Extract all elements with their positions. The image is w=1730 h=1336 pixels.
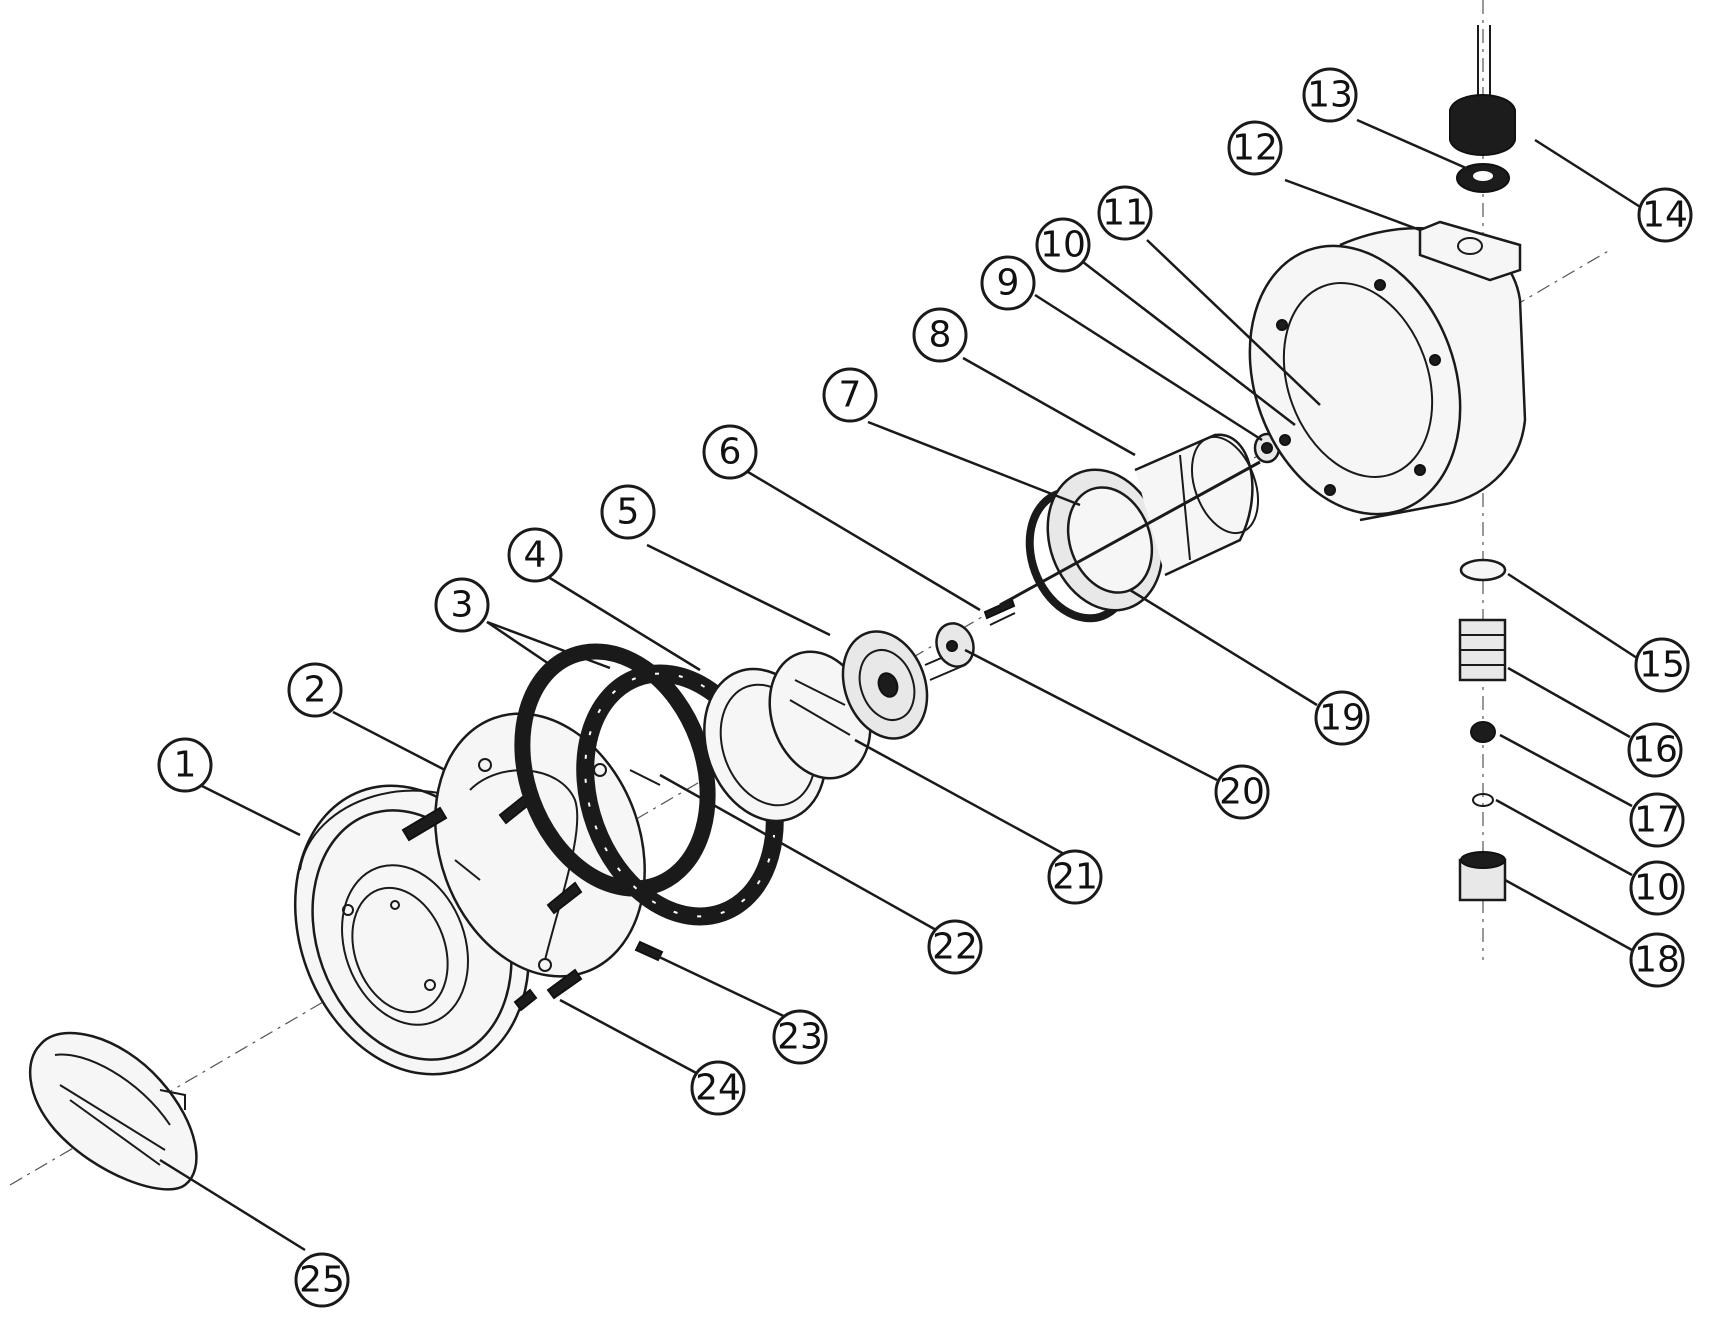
callout-10-upper-label: 10 (1040, 225, 1086, 266)
callout-10-upper: 10 (1035, 217, 1091, 273)
callout-1: 1 (157, 737, 213, 793)
part-18-plug (1458, 851, 1507, 902)
callout-21: 21 (1047, 849, 1103, 905)
callout-6: 6 (702, 424, 758, 480)
callout-19-label: 19 (1319, 698, 1365, 739)
part-10-washer-lower (1472, 793, 1494, 807)
callout-25: 25 (294, 1252, 350, 1308)
callout-4: 4 (507, 527, 563, 583)
callout-7-label: 7 (839, 375, 862, 416)
part-12-main-housing (1248, 220, 1527, 522)
part-24-bolts (401, 793, 583, 1012)
callout-5-label: 5 (617, 492, 640, 533)
callout-8: 8 (912, 307, 968, 363)
main-shaft (999, 460, 1261, 607)
callout-3-label: 3 (451, 585, 474, 626)
callout-11-label: 11 (1102, 193, 1148, 234)
callout-24: 24 (690, 1060, 746, 1116)
callout-1-label: 1 (174, 745, 197, 786)
callout-15: 15 (1634, 637, 1690, 693)
callout-25-label: 25 (299, 1260, 345, 1301)
part-5-hub (841, 630, 967, 740)
callout-12: 12 (1227, 120, 1283, 176)
callout-24-label: 24 (695, 1068, 741, 1109)
callout-13: 13 (1302, 67, 1358, 123)
part-22-pin (629, 769, 661, 786)
callout-5: 5 (600, 484, 656, 540)
callout-19: 19 (1314, 690, 1370, 746)
callout-9-label: 9 (997, 263, 1020, 304)
callout-20: 20 (1214, 764, 1270, 820)
callout-10-lower-label: 10 (1634, 868, 1680, 909)
callout-12-label: 12 (1232, 128, 1278, 169)
callout-8-label: 8 (929, 315, 952, 356)
callout-18-label: 18 (1634, 940, 1680, 981)
callout-16: 16 (1627, 722, 1683, 778)
callout-23: 23 (772, 1009, 828, 1065)
callout-17-label: 17 (1634, 800, 1680, 841)
callout-13-label: 13 (1307, 75, 1353, 116)
part-16-adapter (1458, 618, 1507, 682)
part-14-breather (1449, 25, 1516, 156)
callout-22-label: 22 (932, 927, 978, 968)
callout-18: 18 (1629, 932, 1685, 988)
part-20-coupling (935, 622, 975, 668)
callout-2-label: 2 (304, 670, 327, 711)
part-15-washer (1459, 558, 1507, 582)
callout-14-label: 14 (1642, 195, 1688, 236)
callout-4-label: 4 (524, 535, 547, 576)
callout-11: 11 (1097, 185, 1153, 241)
callout-16-label: 16 (1632, 730, 1678, 771)
callout-9: 9 (980, 255, 1036, 311)
part-25-end-cover (29, 1031, 198, 1191)
callout-14: 14 (1637, 187, 1693, 243)
callout-15-label: 15 (1639, 645, 1685, 686)
callout-3: 3 (434, 577, 490, 633)
callout-2: 2 (287, 662, 343, 718)
callout-21-label: 21 (1052, 857, 1098, 898)
callout-23-label: 23 (777, 1017, 823, 1058)
leader-lines (159, 118, 1646, 1252)
part-17-nut (1470, 721, 1496, 743)
callout-6-label: 6 (719, 432, 742, 473)
callout-10-lower: 10 (1629, 860, 1685, 916)
callout-22: 22 (927, 919, 983, 975)
callout-7: 7 (822, 367, 878, 423)
callout-20-label: 20 (1219, 772, 1265, 813)
callout-17: 17 (1629, 792, 1685, 848)
